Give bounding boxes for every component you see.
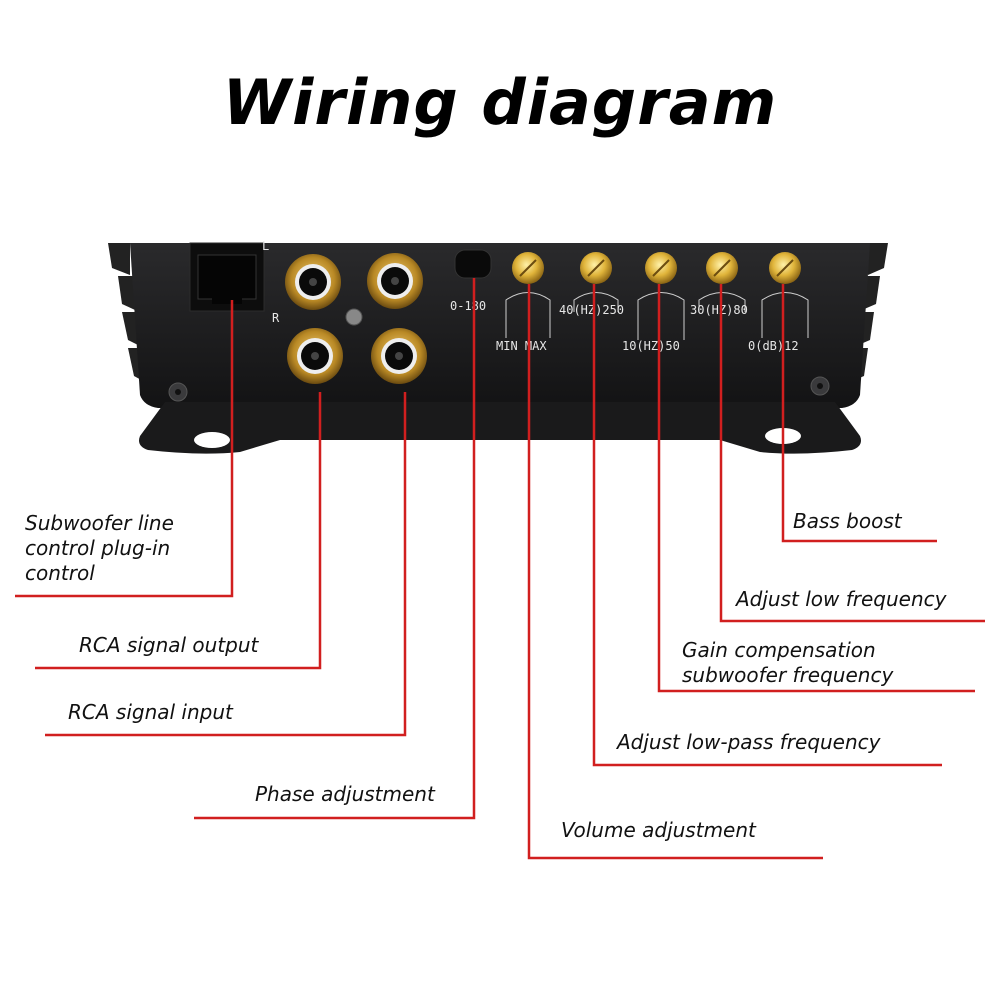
- silk-low-freq: 30(HZ)80: [690, 303, 748, 317]
- flange-hole-left: [194, 432, 230, 448]
- rca-jacks: [285, 253, 427, 384]
- leader-subwoofer-control: [15, 300, 234, 598]
- callout-low-freq: Adjust low frequency: [736, 587, 947, 611]
- silk-volume: MIN MAX: [496, 339, 547, 353]
- gold-knobs: [512, 252, 801, 284]
- leader-lowpass: [592, 284, 942, 767]
- callout-subwoofer-control: Subwoofer line control plug-in control: [25, 511, 174, 585]
- callout-gain-comp: Gain compensation subwoofer frequency: [682, 638, 894, 687]
- callout-rca-input: RCA signal input: [68, 700, 233, 724]
- callout-lowpass: Adjust low-pass frequency: [617, 730, 881, 754]
- leader-rca-output: [35, 392, 322, 670]
- callout-volume: Volume adjustment: [561, 818, 756, 842]
- silk-phase: 0-180: [450, 299, 486, 313]
- leader-lines: [15, 278, 985, 860]
- mounting-flange: [139, 402, 861, 454]
- callout-phase: Phase adjustment: [255, 782, 435, 806]
- callout-bass-boost: Bass boost: [793, 509, 902, 533]
- silk-lowpass: 40(HZ)250: [559, 303, 624, 317]
- silk-bass: 0(dB)12: [748, 339, 799, 353]
- port-label-l: L: [262, 239, 269, 253]
- port-label-r: R: [272, 311, 280, 325]
- silk-gain-freq: 10(HZ)50: [622, 339, 680, 353]
- phase-switch: [454, 249, 492, 279]
- leader-gain-comp: [657, 284, 975, 693]
- leader-low-freq: [719, 284, 985, 623]
- page-title: Wiring diagram: [222, 66, 778, 139]
- leader-phase: [194, 278, 476, 820]
- leader-rca-input: [45, 392, 407, 737]
- callout-rca-output: RCA signal output: [79, 633, 259, 657]
- leader-bass-boost: [781, 284, 937, 543]
- control-port: [189, 242, 265, 312]
- leader-volume: [527, 284, 823, 860]
